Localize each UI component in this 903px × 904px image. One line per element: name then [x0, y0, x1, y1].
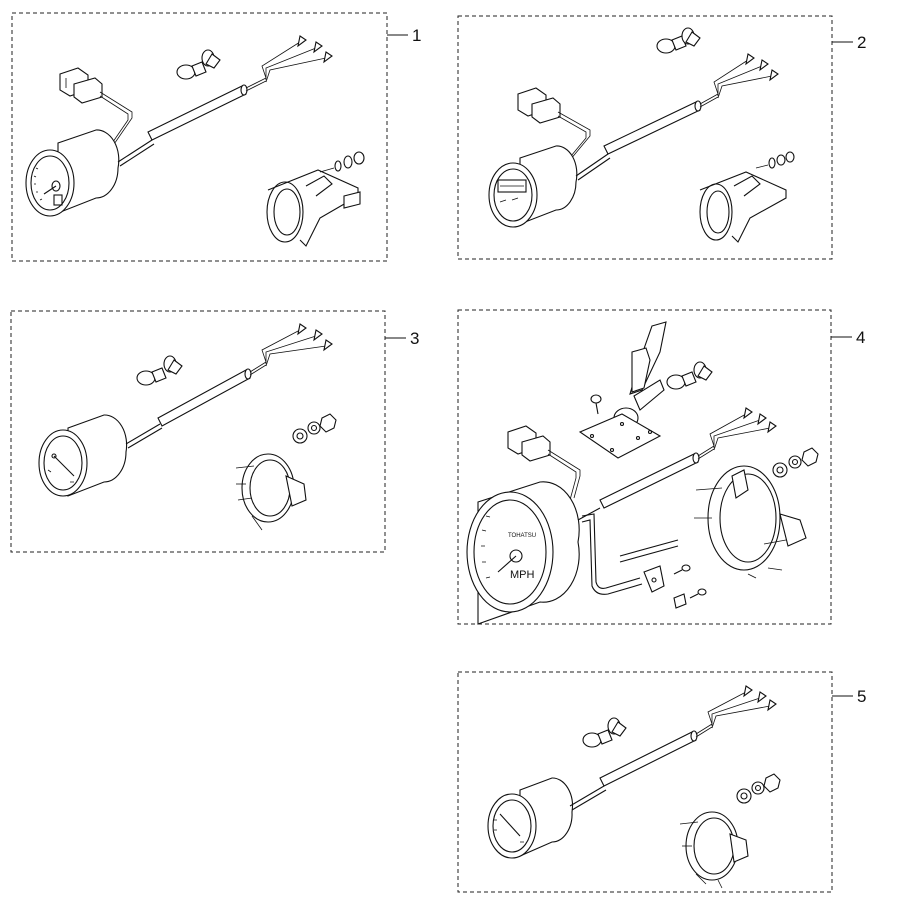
kit-2-bulb-socket — [656, 27, 701, 54]
kit-4-hardware — [772, 447, 819, 478]
kit-5-gauge-body — [487, 777, 573, 859]
kit-4-clip-screws — [643, 564, 707, 609]
kit-1-tachometer: 1 — [11, 12, 421, 262]
kit-1-gauge — [25, 129, 120, 217]
kit-4-bulb-socket — [666, 361, 713, 390]
kit-3-fuel-gauge: 3 — [10, 310, 419, 553]
kit-1-cable-tube — [147, 84, 248, 141]
kit-5-bulb-socket — [582, 717, 627, 748]
kit-1-hardware — [319, 151, 365, 173]
kit-1-mounting-bracket — [266, 169, 361, 247]
kit-4-screw — [590, 394, 602, 415]
kit-4-mounting-bracket — [694, 465, 807, 579]
kit-5-hardware — [736, 773, 781, 804]
kit-3-gauge — [38, 414, 128, 497]
kit-4-connector — [507, 425, 551, 462]
kit-1-frame — [11, 12, 388, 262]
kit-5-frame — [457, 671, 833, 893]
kit-4-pitot-pickup — [578, 321, 667, 459]
kit-4-gauge-brand: TOHATSU — [508, 533, 536, 539]
kit-5-mounting-bracket — [679, 811, 749, 889]
kit-2-connector — [517, 87, 561, 124]
kit-2-wire-leads — [713, 53, 779, 99]
callout-5-number: 5 — [857, 687, 866, 706]
kit-3-cable-tube — [157, 368, 252, 427]
callout-4-number: 4 — [856, 328, 865, 347]
kit-4-gauge: TOHATSU MPH — [466, 481, 580, 625]
kit-1-bulb-socket — [176, 49, 221, 80]
kit-2-mounting-bracket — [699, 171, 787, 243]
kit-4-speedometer: 4 — [457, 309, 865, 625]
kit-3-mounting-bracket — [235, 453, 307, 531]
kit-5-gauge: 5 — [457, 671, 866, 893]
kit-2-gauge — [488, 145, 578, 228]
callout-1-number: 1 — [412, 26, 421, 45]
kit-4-cable-tube — [599, 452, 700, 509]
kit-4-hose — [581, 513, 679, 595]
kit-3-hardware — [292, 413, 337, 444]
kit-5-wire-leads — [707, 685, 777, 729]
kit-1-connector — [59, 67, 103, 104]
kit-1-wire-leads — [261, 35, 333, 83]
kit-4-gauge-unit: MPH — [510, 569, 535, 581]
callout-2-number: 2 — [857, 33, 866, 52]
kit-3-wire-leads — [261, 323, 333, 367]
callout-3-number: 3 — [410, 329, 419, 348]
kit-3-frame — [10, 310, 386, 553]
kit-2-cable-tube — [603, 100, 702, 155]
kit-3-bulb-socket — [136, 355, 183, 386]
kit-5-cable-tube — [599, 730, 698, 787]
kit-2-hardware — [755, 151, 795, 169]
kit-4-wire-leads — [709, 407, 777, 451]
kit-2-trim-gauge: 2 — [457, 15, 866, 260]
